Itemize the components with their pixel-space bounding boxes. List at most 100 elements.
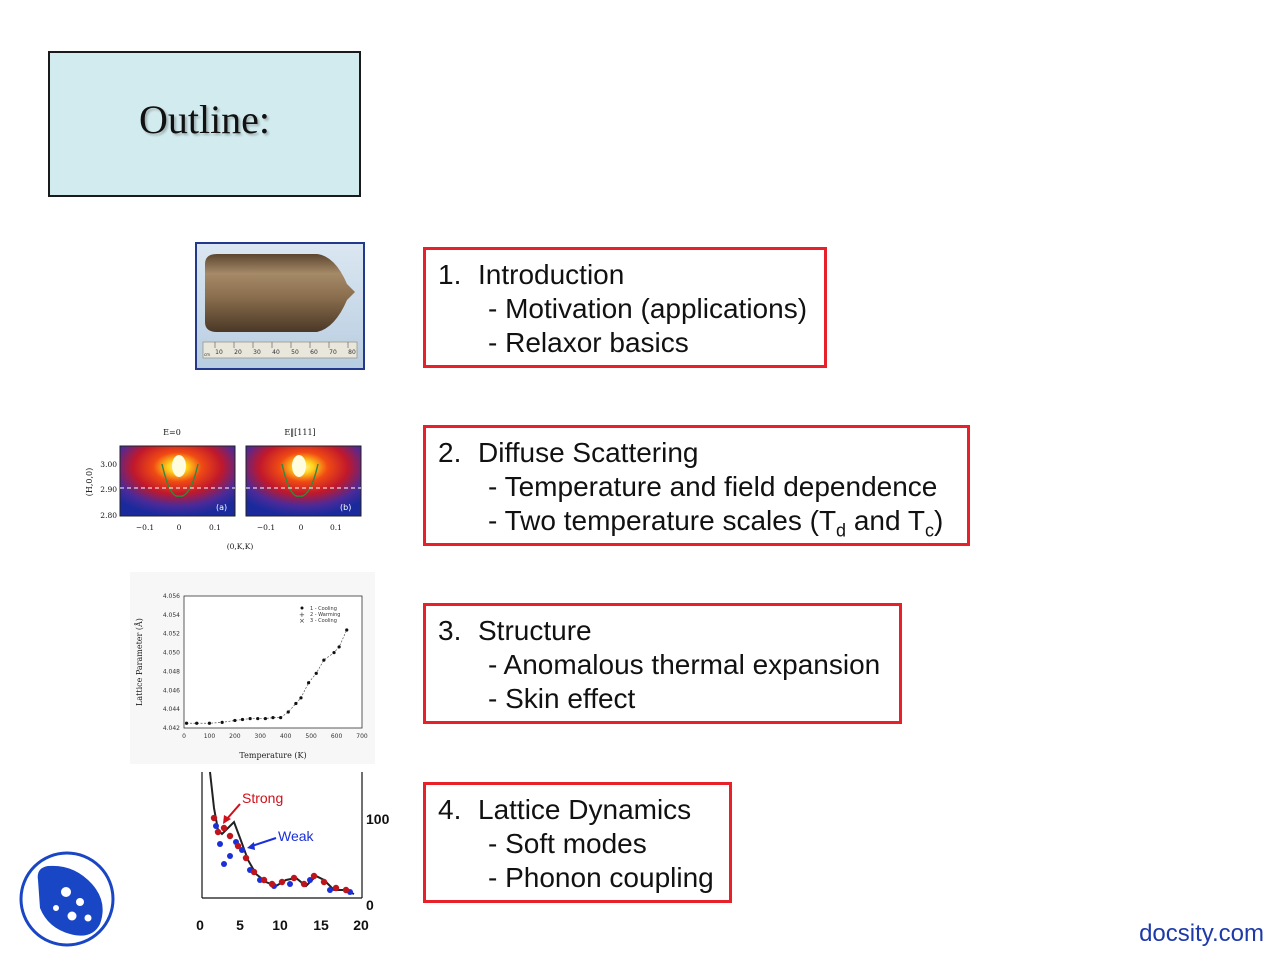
x-tick: 700 <box>356 733 368 740</box>
y-tick: 2.90 <box>100 485 117 494</box>
data-point <box>307 681 311 685</box>
legend-marker: × <box>299 617 305 625</box>
legend-entry: 2 - Warming <box>310 612 340 618</box>
ruler-tick: 70 <box>329 349 337 356</box>
topic-heading: Lattice Dynamics <box>478 794 692 825</box>
ruler-tick: 50 <box>291 349 299 356</box>
y-tick: 100 <box>366 811 390 827</box>
x-tick: 0 <box>177 523 182 532</box>
topic-item: - Anomalous thermal expansion <box>488 649 881 680</box>
topic-number: 3. <box>438 615 462 646</box>
panel-b-title: E‖[111] <box>284 428 315 437</box>
data-point <box>314 671 318 675</box>
y-tick: 4.052 <box>163 631 180 638</box>
x-tick: 0 <box>196 917 204 933</box>
legend-entry: 1 - Cooling <box>310 606 337 612</box>
x-tick: 0 <box>299 523 304 532</box>
weak-label: Weak <box>278 828 315 844</box>
data-point <box>286 710 290 714</box>
y-axis-label: Lattice Parameter (Å) <box>135 618 144 706</box>
title-box: Outline: <box>48 51 361 197</box>
ruler-unit: cm <box>204 352 210 357</box>
legend-marker: + <box>299 611 305 619</box>
data-point <box>345 628 349 632</box>
ruler-tick: 20 <box>234 349 242 356</box>
legend-marker <box>300 606 304 610</box>
data-point <box>263 716 267 721</box>
panel-b-tag: (b) <box>340 503 351 512</box>
data-point <box>256 716 260 721</box>
data-point <box>279 716 283 720</box>
data-point <box>195 721 199 725</box>
panel-a-tag: (a) <box>216 503 227 512</box>
x-tick: 600 <box>331 733 343 740</box>
strong-label: Strong <box>242 790 283 806</box>
topic-item: - Phonon coupling <box>488 862 714 893</box>
topic-box-lattice-dynamics: 4. Lattice Dynamics - Soft modes - Phonon… <box>423 782 732 903</box>
x-tick: −0.1 <box>257 523 275 532</box>
topic-item-temperature-scales: - Two temperature scales (Td and Tc) <box>488 505 944 541</box>
topic-item: - Relaxor basics <box>488 327 689 358</box>
y-tick: 4.042 <box>163 725 180 732</box>
topic-heading: Diffuse Scattering <box>478 437 699 468</box>
data-point <box>299 696 303 700</box>
x-tick: 500 <box>305 733 317 740</box>
x-tick: 20 <box>353 917 369 933</box>
data-point <box>271 716 275 720</box>
ruler-tick: 80 <box>348 349 356 356</box>
ruler-tick: 10 <box>215 349 223 356</box>
ruler-tick: 40 <box>272 349 280 356</box>
ruler-tick: 30 <box>253 349 261 356</box>
y-tick: 4.046 <box>163 687 180 694</box>
data-point <box>248 716 252 721</box>
crystal-photo: 10 20 30 40 50 60 70 80 cm <box>195 242 365 370</box>
topic-item: - Skin effect <box>488 683 636 714</box>
y-tick: 4.056 <box>163 593 180 600</box>
y-tick: 4.048 <box>163 668 180 675</box>
y-axis-label: (H,0,0) <box>85 468 94 496</box>
x-tick: 100 <box>204 733 216 740</box>
topic-box-structure: 3. Structure - Anomalous thermal expansio… <box>423 603 902 724</box>
y-tick: 3.00 <box>100 460 117 469</box>
x-tick: 0 <box>182 733 186 740</box>
x-tick: 5 <box>236 917 244 933</box>
y-tick: 0 <box>366 897 374 913</box>
phonon-spectra-plot: Strong Weak 100 0 0 5 10 15 20 <box>196 771 390 933</box>
topic-number: 1. <box>438 259 462 290</box>
x-axis-label: Temperature (K) <box>239 751 306 760</box>
footer-link[interactable]: docsity.com <box>1139 920 1264 947</box>
topic-number: 4. <box>438 794 462 825</box>
x-tick: 200 <box>229 733 241 740</box>
x-tick: 400 <box>280 733 292 740</box>
x-tick: 10 <box>272 917 288 933</box>
x-axis-label: (0,K,K) <box>227 542 254 551</box>
topic-heading: Introduction <box>478 259 625 290</box>
data-point <box>207 721 212 725</box>
topic-box-diffuse-scattering: 2. Diffuse Scattering - Temperature and f… <box>423 425 970 546</box>
x-tick: 0.1 <box>209 523 221 532</box>
x-tick: 300 <box>255 733 267 740</box>
topic-item: - Soft modes <box>488 828 647 859</box>
data-point <box>240 717 245 722</box>
x-tick: 15 <box>313 917 329 933</box>
slide-title: Outline: <box>138 96 271 142</box>
x-tick: −0.1 <box>136 523 154 532</box>
data-point <box>233 718 237 723</box>
y-tick: 4.050 <box>163 650 180 657</box>
data-point <box>322 658 326 662</box>
docsity-icon <box>19 851 115 947</box>
data-point <box>184 721 189 725</box>
topic-heading: Structure <box>478 615 592 646</box>
topic-item: - Motivation (applications) <box>488 293 808 324</box>
topic-number: 2. <box>438 437 462 468</box>
legend-entry: 3 - Cooling <box>310 618 337 624</box>
ruler-tick: 60 <box>310 349 318 356</box>
diffuse-scattering-figure: E=0 E‖[111] (a) (b) 3.00 2.90 2.80 (H,0,… <box>85 428 362 551</box>
thermal-expansion-plot: 4.0564.0544.0524.0504.0484.0464.0444.042… <box>130 572 375 764</box>
topic-item: - Temperature and field dependence <box>488 471 938 502</box>
y-tick: 2.80 <box>100 511 117 520</box>
topic-box-introduction: 1. Introduction - Motivation (application… <box>423 247 827 368</box>
panel-a-title: E=0 <box>163 428 181 437</box>
data-point <box>332 650 336 655</box>
data-point <box>337 645 341 649</box>
